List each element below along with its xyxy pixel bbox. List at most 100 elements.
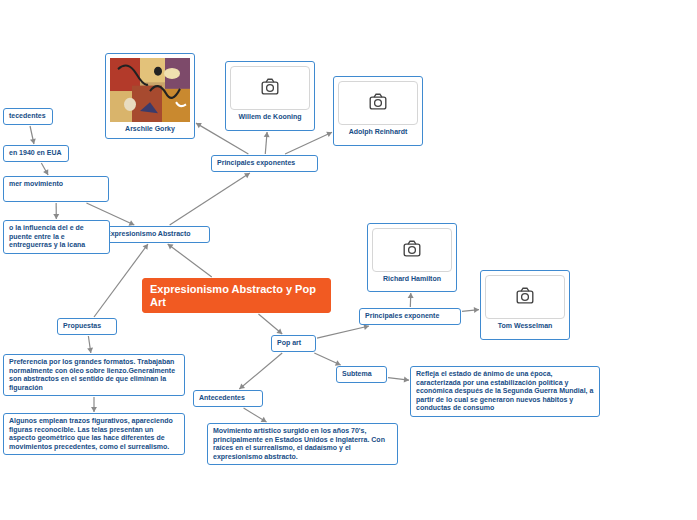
connector-line [239, 353, 282, 389]
connector [258, 314, 282, 334]
node-text: Arschile Gorky [110, 125, 190, 134]
topic-box: Preferencia por los grandes formatos. Tr… [3, 354, 185, 396]
arrow-head [143, 244, 148, 250]
connector [388, 377, 409, 383]
topic-box: Subtema [336, 366, 387, 383]
connector [170, 173, 250, 225]
arrow-head [196, 123, 202, 128]
picture-frame [485, 275, 565, 319]
node-text: Pop art [277, 339, 310, 348]
node-text: Principales exponente [365, 312, 455, 321]
connector-line [168, 244, 212, 277]
arrow-head [408, 293, 414, 298]
topic-box: Principales exponentes [211, 155, 318, 172]
node-text: Subtema [342, 370, 381, 379]
camera-icon [339, 82, 417, 124]
connector [462, 307, 479, 313]
topic-box: Principales exponente [359, 308, 461, 325]
arrow-head [53, 214, 59, 219]
node-text: Willem de Kooning [230, 113, 310, 122]
connector [314, 353, 340, 366]
connector-line [244, 408, 267, 422]
node-text: tecedentes [9, 112, 47, 121]
connector [30, 126, 36, 144]
connector [168, 244, 212, 277]
arrow-head [363, 324, 369, 330]
picture-frame [372, 228, 452, 272]
arrow-head [326, 132, 332, 137]
node-text: Antecedentes [199, 394, 257, 403]
node-text: Principales exponentes [217, 159, 312, 168]
node-text: Movimiento artístico surgido en los años… [213, 427, 392, 461]
connector [91, 397, 97, 412]
topic-box: Algunos emplean trazos figurativos, apar… [3, 413, 185, 455]
image-node: Adolph Reinhardt [333, 76, 423, 146]
topic-box: en 1940 en EUA [3, 145, 69, 162]
connector [264, 132, 270, 154]
image-node: Tom Wesselman [480, 270, 570, 340]
arrow-head [404, 377, 409, 383]
arrow-head [129, 220, 135, 225]
node-text: Propuestas [63, 322, 111, 331]
node-text: Refleja el estado de ánimo de una época,… [416, 370, 594, 413]
connector-line [258, 314, 282, 334]
topic-box: Movimiento artístico surgido en los años… [207, 423, 398, 465]
connector-line [314, 353, 340, 365]
arrow-head [30, 138, 36, 144]
node-text: Adolph Reinhardt [338, 128, 418, 137]
camera-icon [231, 67, 309, 109]
connector [408, 293, 414, 307]
central-topic: Expresionismo Abstracto y Pop Art [142, 278, 331, 313]
camera-icon [373, 229, 451, 271]
node-text: Expresionismo Abstracto [106, 230, 204, 239]
image-node: Arschile Gorky [105, 53, 195, 139]
connector-line [41, 163, 48, 175]
arrow-head [239, 383, 245, 389]
topic-box: Refleja el estado de ánimo de una época,… [410, 366, 600, 417]
connector-line [94, 244, 148, 317]
connector [244, 408, 267, 422]
connector [41, 163, 48, 175]
node-text: Expresionismo Abstracto y Pop Art [150, 283, 323, 308]
arrow-head [87, 348, 93, 353]
connector [53, 203, 59, 219]
topic-box: Expresionismo Abstracto [100, 226, 210, 243]
connector-line [317, 326, 369, 338]
arrow-head [168, 244, 174, 249]
node-text: Algunos emplean trazos figurativos, apar… [9, 417, 179, 451]
topic-box: mer movimiento [3, 176, 109, 202]
connector [285, 132, 332, 154]
arrow-head [335, 360, 341, 365]
connector-line [285, 132, 332, 154]
connector [317, 324, 369, 338]
node-text: Richard Hamilton [372, 275, 452, 284]
image-node: Willem de Kooning [225, 61, 315, 131]
node-text: o la influencia del e de puente entre la… [9, 224, 104, 250]
topic-box: Pop art [271, 335, 316, 352]
node-text: Tom Wesselman [485, 322, 565, 331]
arrow-head [261, 417, 267, 422]
topic-box: o la influencia del e de puente entre la… [3, 220, 110, 254]
node-text: mer movimiento [9, 180, 103, 189]
arrow-head [43, 169, 48, 175]
painting-image [110, 58, 190, 122]
arrow-head [244, 173, 250, 178]
topic-box: tecedentes [3, 108, 53, 125]
arrow-head [474, 307, 479, 313]
camera-icon [486, 276, 564, 318]
arrow-head [264, 132, 270, 137]
connector [94, 244, 148, 317]
topic-box: Propuestas [57, 318, 117, 335]
topic-box: Antecedentes [193, 390, 263, 407]
picture-frame [230, 66, 310, 110]
connector-line [170, 173, 250, 225]
picture-frame [338, 81, 418, 125]
picture-frame [110, 58, 190, 122]
image-node: Richard Hamilton [367, 223, 457, 292]
connector [239, 353, 282, 389]
arrow-head [91, 407, 97, 412]
node-text: en 1940 en EUA [9, 149, 63, 158]
arrow-head [276, 328, 282, 334]
connector [87, 336, 93, 353]
node-text: Preferencia por los grandes formatos. Tr… [9, 358, 179, 392]
